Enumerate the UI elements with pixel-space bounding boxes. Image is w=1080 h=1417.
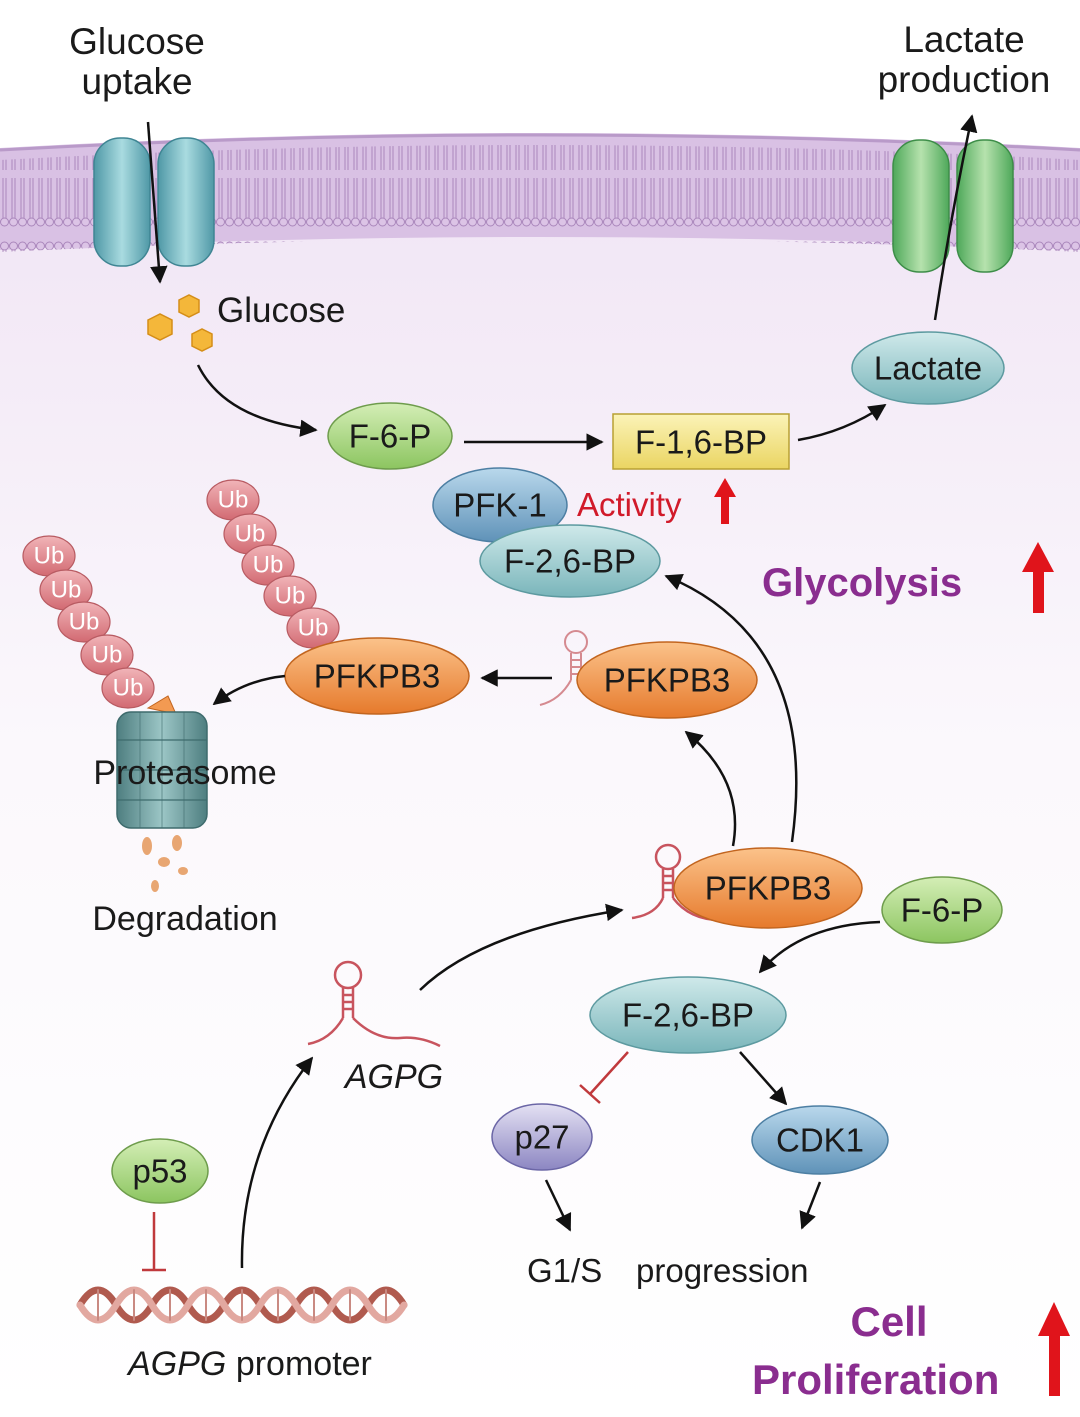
f26bp-node-top: F-2,6-BP [479, 524, 661, 598]
ubiquitin-bead: Ub [80, 634, 134, 676]
f26bp-to-cdk1-arrow [739, 1051, 788, 1106]
svg-text:p27: p27 [514, 1119, 569, 1156]
proliferation-label: Proliferation [752, 1356, 999, 1403]
lactate-transporter-icon [892, 139, 1014, 273]
activity-up-arrow-icon [714, 478, 736, 524]
f16bp-to-lactate-arrow [797, 403, 887, 442]
svg-text:PFKPB3: PFKPB3 [705, 870, 832, 907]
svg-text:Ub: Ub [218, 487, 249, 514]
proteasome-label: Proteasome [93, 754, 276, 792]
glucose-uptake-label: Glucose [69, 21, 205, 62]
ubiquitin-bead: Ub [101, 667, 155, 709]
svg-text:F-2,6-BP: F-2,6-BP [504, 543, 636, 580]
agpg-promoter-label: AGPG promoter [126, 1345, 372, 1383]
glycolysis-up-arrow-icon [1022, 542, 1054, 613]
glucose-molecule-icon [147, 294, 213, 352]
f16bp-node: F-1,6-BP [612, 413, 790, 470]
ubiquitin-bead: Ub [223, 513, 277, 555]
ubiquitin-bead: Ub [263, 575, 317, 617]
pfkpb3-to-f26bp-arrow [664, 573, 798, 843]
lactate-node: Lactate [851, 331, 1005, 405]
svg-text:F-6-P: F-6-P [349, 418, 432, 455]
ubiquitin-bead: Ub [39, 569, 93, 611]
svg-text:p53: p53 [132, 1153, 187, 1190]
svg-text:Ub: Ub [298, 615, 329, 642]
lactate-production-label: Lactate [903, 19, 1024, 60]
agpg-rna-icon [307, 960, 441, 1048]
svg-text:Ub: Ub [51, 577, 82, 604]
proteasome-icon [116, 695, 208, 829]
svg-text:Lactate: Lactate [874, 350, 982, 387]
agpg-to-pfkpb3-arrow [419, 903, 624, 991]
p27-to-g1s-arrow [544, 1179, 572, 1232]
agpg-promoter-gene: AGPG [126, 1345, 226, 1383]
svg-text:Ub: Ub [113, 675, 144, 702]
pfk1-node: PFK-1 [432, 467, 568, 543]
svg-text:F-1,6-BP: F-1,6-BP [635, 424, 767, 461]
p53-node: p53 [111, 1138, 209, 1204]
f6p-node-top: F-6-P [327, 402, 453, 470]
dna-helix-icon [76, 1286, 408, 1324]
ubiquitin-bead: Ub [57, 601, 111, 643]
degradation-label: Degradation [92, 900, 277, 938]
f26bp-node-bottom: F-2,6-BP [589, 976, 787, 1054]
proliferation-up-arrow-icon [1038, 1302, 1070, 1396]
glucose-uptake-label-2: uptake [81, 61, 192, 102]
svg-text:CDK1: CDK1 [776, 1122, 864, 1159]
glucose-label: Glucose [217, 291, 345, 330]
agpg-promoter-word: promoter [226, 1345, 372, 1383]
svg-text:PFKPB3: PFKPB3 [604, 662, 731, 699]
svg-text:PFK-1: PFK-1 [453, 487, 547, 524]
f6p-node-bottom: F-6-P [881, 876, 1003, 944]
lactate-export-arrow [933, 114, 978, 321]
inhibit-p27-arrow [579, 1051, 629, 1104]
pfkpb3-stabilize-arrow [684, 730, 737, 847]
svg-text:F-2,6-BP: F-2,6-BP [622, 997, 754, 1034]
ubiquitin-chain-left: Ub Ub Ub Ub Ub [22, 535, 155, 709]
pfkpb3-to-proteasome-arrow [212, 674, 286, 706]
cell-membrane [0, 133, 1080, 252]
svg-text:Ub: Ub [275, 583, 306, 610]
svg-text:Ub: Ub [92, 642, 123, 669]
degradation-fragments-icon [142, 835, 188, 892]
ubiquitin-bead: Ub [22, 535, 76, 577]
cell-label: Cell [850, 1298, 927, 1345]
glycolysis-label: Glycolysis [762, 561, 962, 605]
svg-text:Ub: Ub [235, 521, 266, 548]
lactate-production-label-2: production [878, 59, 1051, 100]
glucose-to-f6p-arrow [196, 364, 318, 437]
glucose-uptake-arrow [146, 121, 168, 284]
ubiquitin-bead: Ub [241, 544, 295, 586]
inhibit-promoter-arrow [142, 1212, 166, 1272]
glucose-transporter-icon [93, 137, 215, 267]
pfkpb3-mid-node: PFKPB3 [576, 641, 758, 719]
p27-node: p27 [491, 1103, 593, 1171]
agpg-rna-label: AGPG [343, 1058, 443, 1096]
promoter-to-agpg-arrow [240, 1056, 314, 1269]
pfkpb3-main-node: PFKPB3 [673, 847, 863, 929]
svg-text:Ub: Ub [69, 609, 100, 636]
svg-text:F-6-P: F-6-P [901, 892, 984, 929]
ubiquitin-bead: Ub [286, 607, 340, 649]
pfkpb3-ub-node: PFKPB3 [284, 637, 470, 715]
g1s-label: G1/S [527, 1252, 602, 1289]
ubiquitin-chain-right: Ub Ub Ub Ub Ub [206, 479, 340, 649]
svg-text:Ub: Ub [253, 552, 284, 579]
ubiquitin-bead: Ub [206, 479, 260, 521]
svg-text:PFKPB3: PFKPB3 [314, 658, 441, 695]
cdk1-node: CDK1 [751, 1105, 889, 1175]
svg-text:Ub: Ub [34, 543, 65, 570]
cdk1-to-g1s-arrow [799, 1181, 822, 1230]
f6p-to-f26bp-arrow [758, 920, 881, 974]
progression-label: progression [636, 1252, 808, 1289]
activity-label: Activity [577, 486, 682, 523]
